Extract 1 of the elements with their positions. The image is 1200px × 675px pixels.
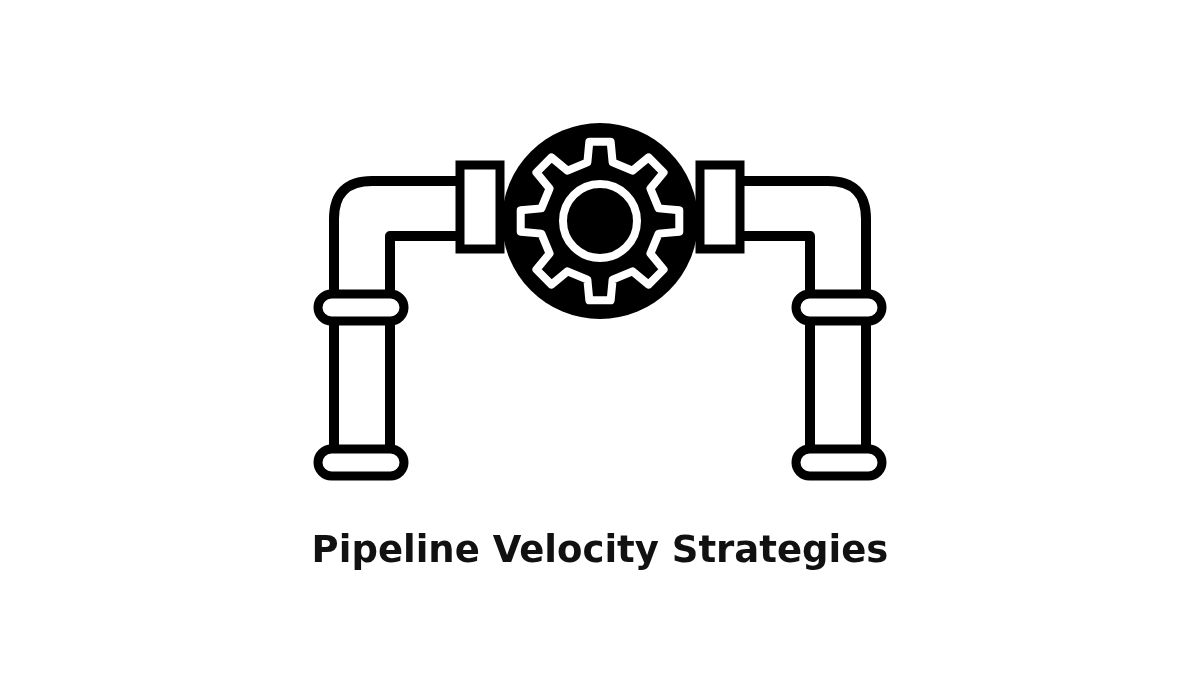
title: Pipeline Velocity Strategies	[311, 528, 889, 571]
